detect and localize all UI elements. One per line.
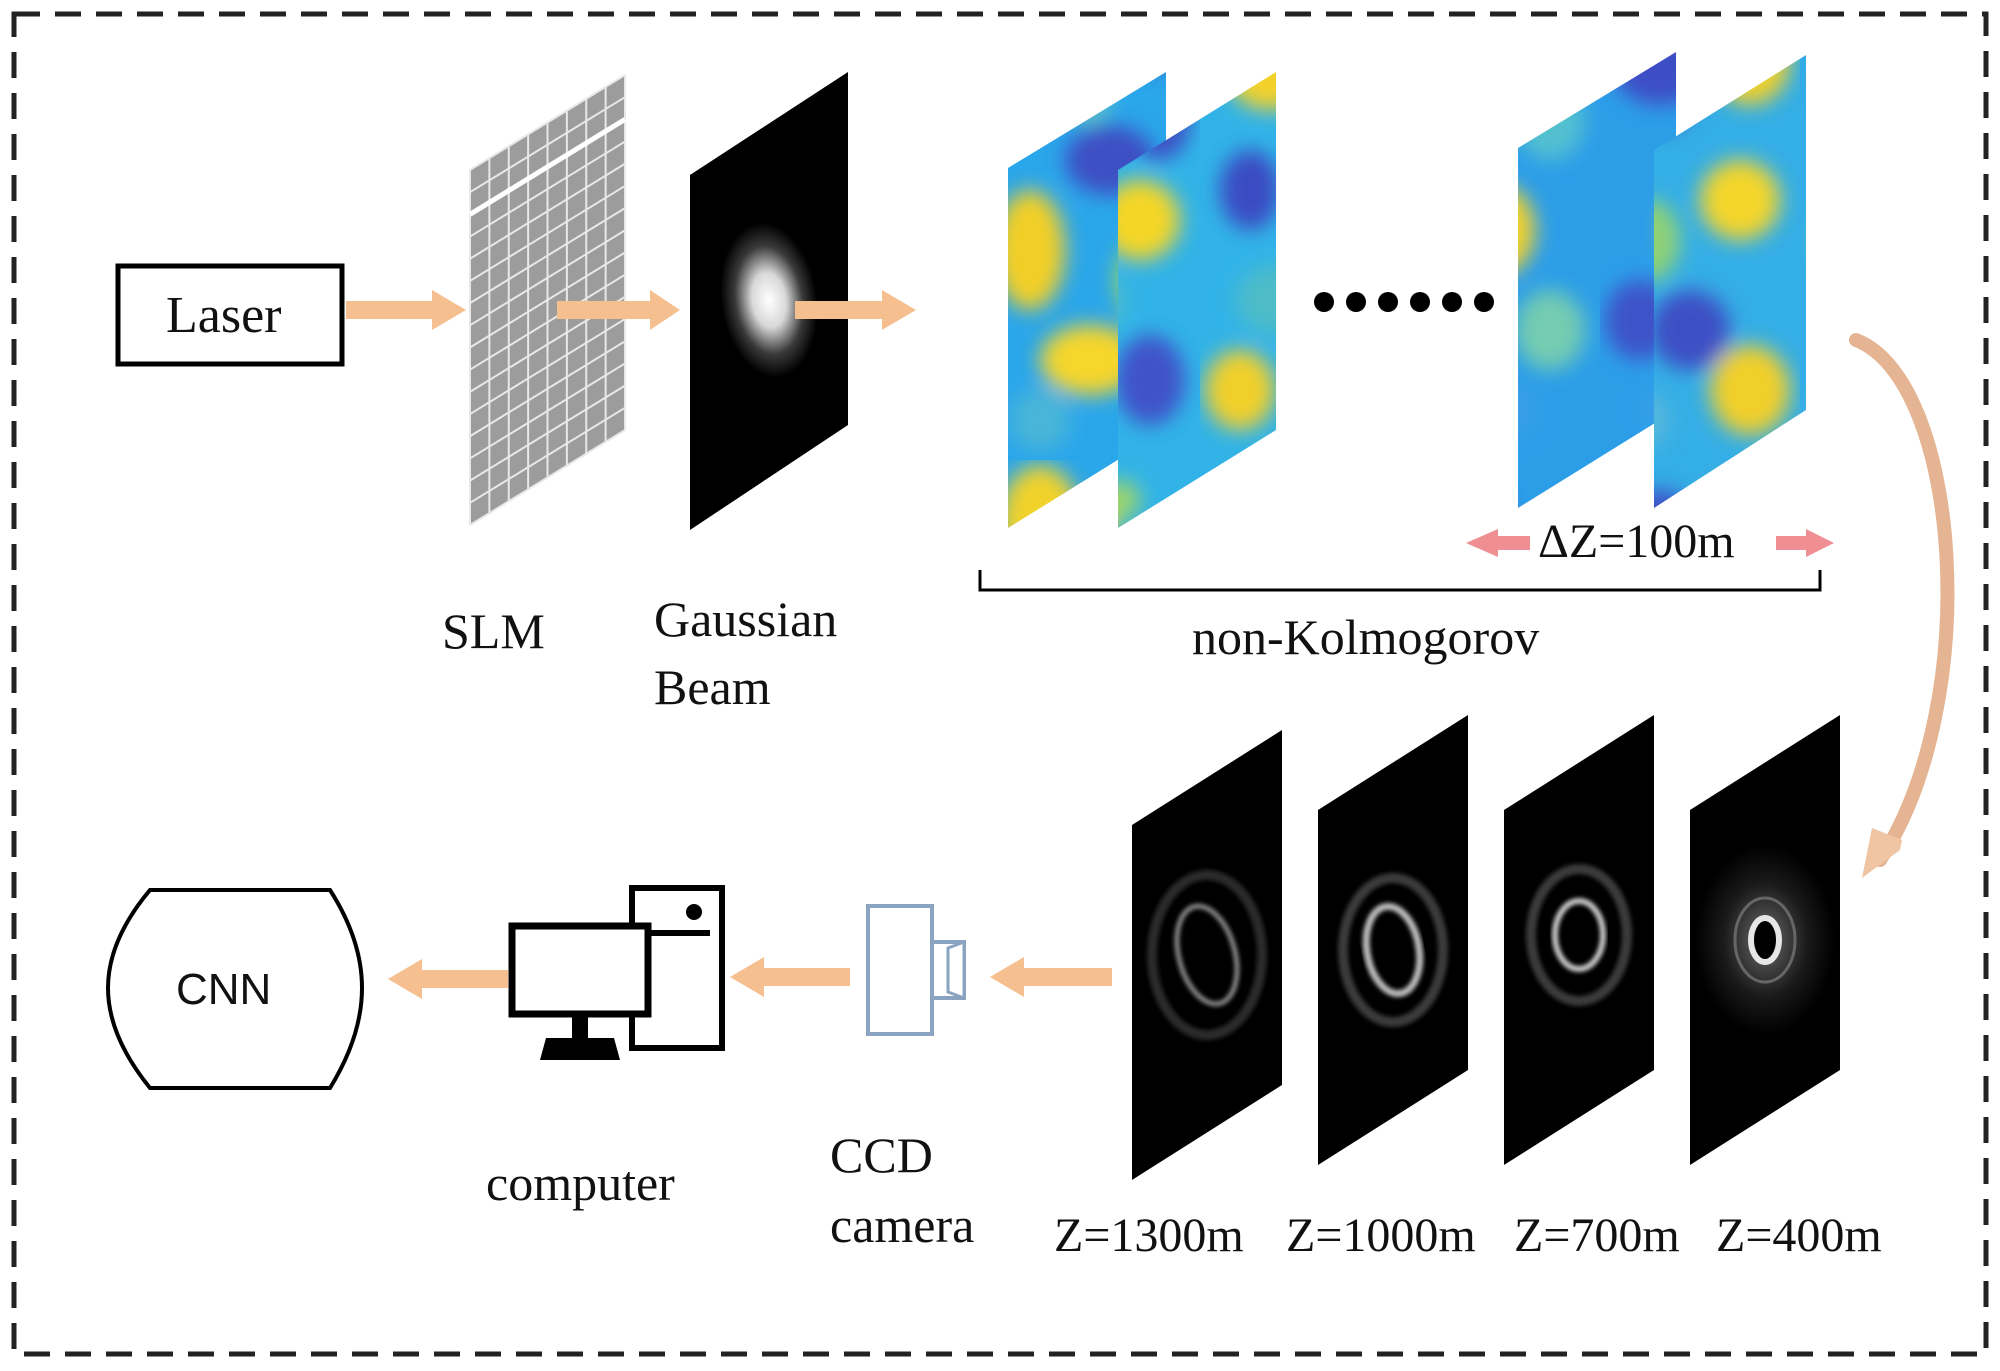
phase-screen <box>1518 52 1676 508</box>
ccd-camera-icon <box>866 904 966 1036</box>
delta-z-label: ΔZ=100m <box>1538 515 1735 568</box>
computer-label: computer <box>486 1155 675 1211</box>
ellipsis-dot <box>1378 292 1398 312</box>
computer-icon <box>508 885 725 1060</box>
intensity-pattern-700 <box>1504 715 1654 1165</box>
dashed-frame <box>11 11 1989 1357</box>
intensity-pattern-1300 <box>1132 730 1282 1180</box>
ellipsis-dot <box>1410 292 1430 312</box>
distance-label-1000: Z=1000m <box>1286 1209 1476 1262</box>
turbulence-bracket <box>978 570 1822 592</box>
cnn-box <box>105 888 365 1090</box>
intensity-pattern-1000 <box>1318 715 1468 1165</box>
gaussian-beam-label-line1: Gaussian <box>654 591 838 647</box>
distance-label-700: Z=700m <box>1514 1209 1680 1262</box>
distance-label-400: Z=400m <box>1716 1209 1882 1262</box>
ellipsis-dot <box>1442 292 1462 312</box>
arrow-ccd-to-computer <box>730 957 850 997</box>
slm-grid <box>468 74 627 526</box>
curved-arrow <box>1849 333 1955 878</box>
laser-box <box>115 263 345 367</box>
turbulence-label: non-Kolmogorov <box>1192 609 1540 665</box>
phase-screen <box>1118 72 1276 528</box>
gaussian-beam-label-line2: Beam <box>654 659 771 715</box>
arrow-beam-to-turbulence <box>795 290 916 330</box>
intensity-pattern-400 <box>1690 715 1840 1165</box>
arrow-laser-to-slm <box>346 290 466 330</box>
slm-label: SLM <box>442 603 545 659</box>
phase-screen <box>1654 55 1806 508</box>
ellipsis-dot <box>1346 292 1366 312</box>
laser-label: Laser <box>166 287 282 344</box>
arrow-slm-to-beam <box>557 290 680 330</box>
ellipsis-dot <box>1474 292 1494 312</box>
ellipsis-dot <box>1314 292 1334 312</box>
distance-label-1300: Z=1300m <box>1054 1209 1244 1262</box>
cnn-label: CNN <box>176 965 272 1014</box>
arrow-pattern-to-ccd <box>990 957 1112 997</box>
ccd-label-line1: CCD <box>830 1127 933 1183</box>
gaussian-beam-screen <box>690 72 848 530</box>
ellipsis-dots <box>1314 292 1494 312</box>
delta-z-right-arrow <box>1776 529 1834 557</box>
delta-z-left-arrow <box>1466 529 1530 557</box>
arrow-computer-to-cnn <box>388 959 508 999</box>
ccd-label-line2: camera <box>830 1197 975 1253</box>
